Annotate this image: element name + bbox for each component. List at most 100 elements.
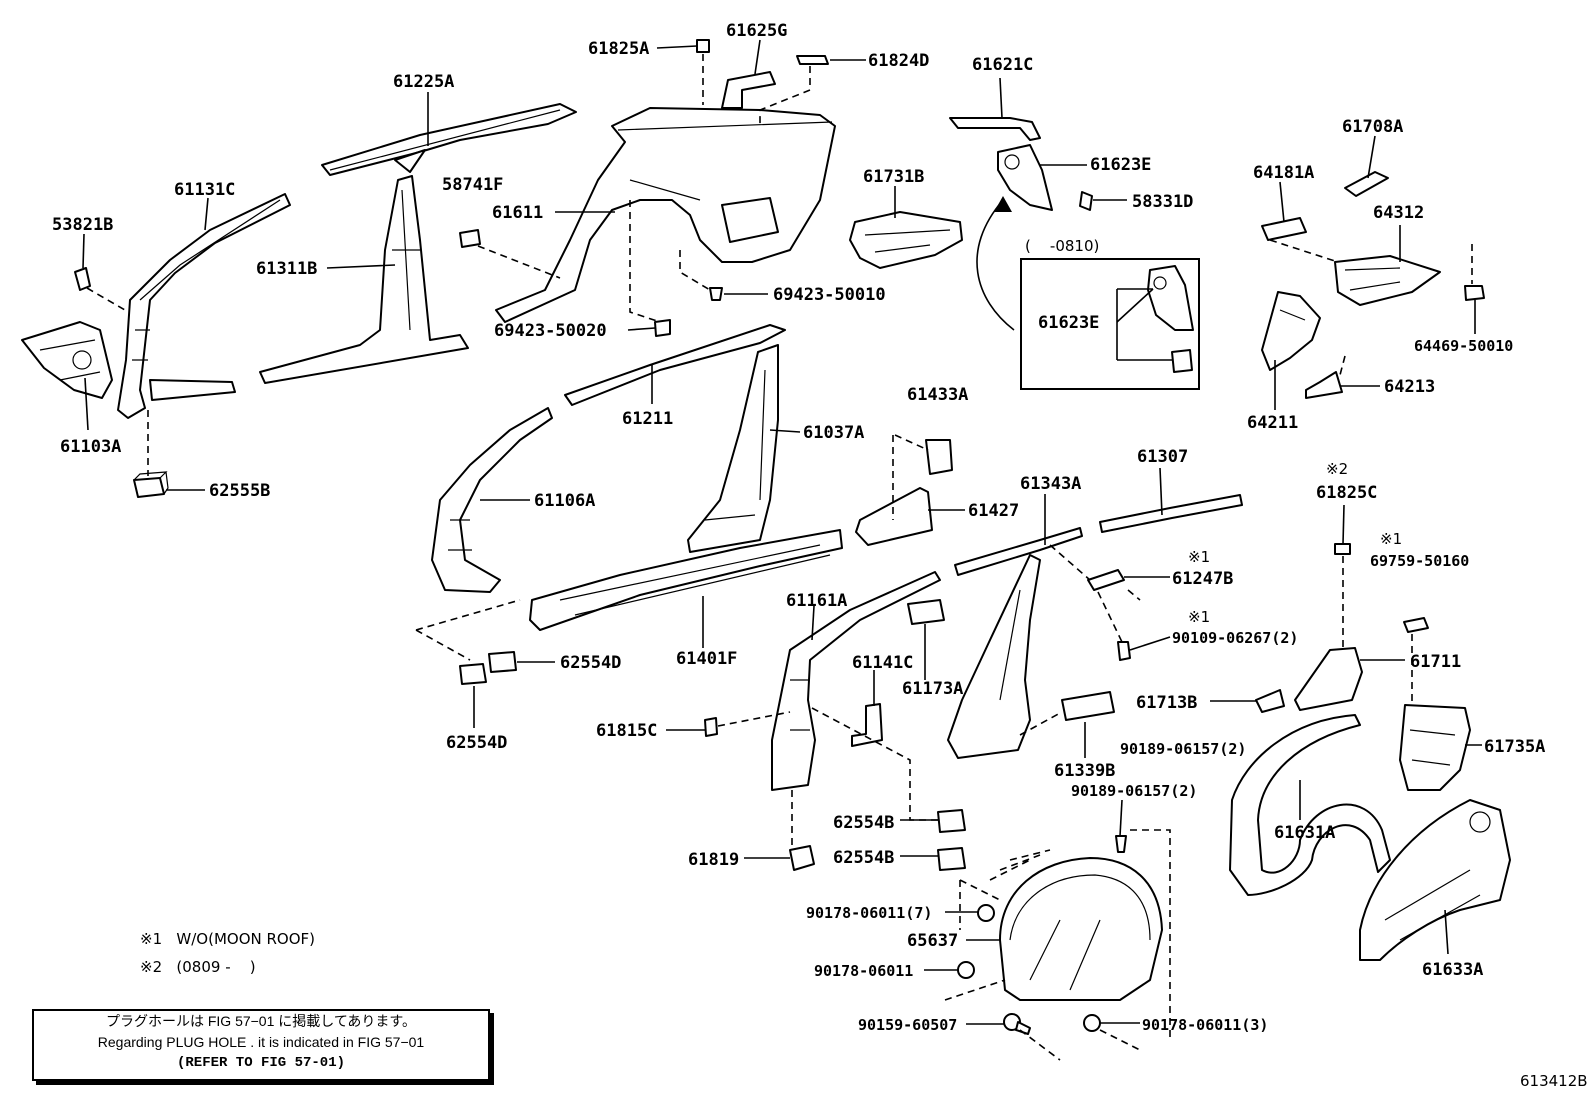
label-90178-06011-3[interactable]: 90178-06011(3) (1142, 1016, 1268, 1034)
label-61735a[interactable]: 61735A (1484, 737, 1545, 757)
part-61211 (564, 324, 786, 406)
label-62554b-a[interactable]: 62554B (833, 813, 894, 833)
part-69423-50010 (709, 287, 723, 301)
label-61825a[interactable]: 61825A (588, 39, 649, 59)
label-61173a[interactable]: 61173A (902, 679, 963, 699)
part-61708a (1344, 171, 1389, 197)
label-61307[interactable]: 61307 (1137, 447, 1188, 467)
part-61173a (947, 554, 1041, 759)
label-61631a[interactable]: 61631A (1274, 823, 1335, 843)
part-61339b (1061, 691, 1115, 721)
label-61625g[interactable]: 61625G (726, 21, 787, 41)
label-61427[interactable]: 61427 (968, 501, 1019, 521)
label-61106a[interactable]: 61106A (534, 491, 595, 511)
part-61106a (431, 407, 553, 593)
label-69423-50020[interactable]: 69423-50020 (494, 321, 607, 341)
label-61103a[interactable]: 61103A (60, 437, 121, 457)
part-61711 (1294, 647, 1363, 711)
label-64213[interactable]: 64213 (1384, 377, 1435, 397)
part-65637 (999, 857, 1163, 1001)
label-61247b[interactable]: 61247B (1172, 569, 1233, 589)
label-61825c[interactable]: 61825C (1316, 483, 1377, 503)
label-90178-06011[interactable]: 90178-06011 (814, 962, 913, 980)
note-line-jp: プラグホールは FIG 57−01 に掲載してあります。 (105, 1013, 417, 1029)
part-53821b (74, 267, 91, 291)
part-64469-50010 (1464, 285, 1485, 301)
part-64312 (1334, 255, 1441, 306)
label-61211[interactable]: 61211 (622, 409, 673, 429)
part-61343a (954, 527, 1083, 576)
label-90159-60507[interactable]: 90159-60507 (858, 1016, 957, 1034)
label-61225a[interactable]: 61225A (393, 72, 454, 92)
label-61611[interactable]: 61611 (492, 203, 543, 223)
label-64211[interactable]: 64211 (1247, 413, 1298, 433)
label-69759-50160[interactable]: 69759-50160 (1370, 552, 1469, 570)
label-61037a[interactable]: 61037A (803, 423, 864, 443)
label-64469-50010[interactable]: 64469-50010 (1414, 337, 1513, 355)
dashed-lines (86, 54, 1473, 1061)
label-90109-mark: ※1 (1188, 608, 1210, 626)
label-90189-06157-b[interactable]: 90189-06157(2) (1071, 782, 1197, 800)
part-61401f (529, 529, 843, 631)
curved-arrow-head (994, 196, 1012, 212)
label-61824d[interactable]: 61824D (868, 51, 929, 71)
label-61247b-mark: ※1 (1188, 548, 1210, 566)
label-62554b-b[interactable]: 62554B (833, 848, 894, 868)
part-90178-06011 (957, 961, 975, 979)
leader-lines (82, 39, 1482, 1025)
part-61621c (949, 117, 1041, 141)
label-90109-06267[interactable]: 90109-06267(2) (1172, 629, 1298, 647)
label-58331d[interactable]: 58331D (1132, 192, 1193, 212)
label-61339b[interactable]: 61339B (1054, 761, 1115, 781)
part-61815c (704, 717, 718, 737)
label-53821b[interactable]: 53821B (52, 215, 113, 235)
part-58331d (1079, 191, 1093, 211)
label-61621c[interactable]: 61621C (972, 55, 1033, 75)
label-65637[interactable]: 65637 (907, 931, 958, 951)
part-90159-60507 (1003, 1013, 1031, 1035)
label-61815c[interactable]: 61815C (596, 721, 657, 741)
label-61713b[interactable]: 61713B (1136, 693, 1197, 713)
label-61401f[interactable]: 61401F (676, 649, 737, 669)
part-61141c (907, 599, 945, 625)
part-69759-50160 (1403, 617, 1429, 633)
label-61343a[interactable]: 61343A (1020, 474, 1081, 494)
part-61625g (721, 71, 776, 109)
curved-arrow (976, 199, 1015, 331)
label-64312[interactable]: 64312 (1373, 203, 1424, 223)
note-refer-link[interactable]: (REFER TO FIG 57-01) (176, 1055, 346, 1071)
diagram-code: 613412B (1520, 1072, 1588, 1090)
label-61819[interactable]: 61819 (688, 850, 739, 870)
label-61141c[interactable]: 61141C (852, 653, 913, 673)
label-64181a[interactable]: 64181A (1253, 163, 1314, 183)
label-61131c[interactable]: 61131C (174, 180, 235, 200)
label-61633a[interactable]: 61633A (1422, 960, 1483, 980)
label-90178-06011-7[interactable]: 90178-06011(7) (806, 904, 932, 922)
part-61825c (1334, 543, 1351, 555)
part-61825a (696, 39, 710, 53)
label-61433a[interactable]: 61433A (907, 385, 968, 405)
label-61825c-mark: ※2 (1326, 460, 1348, 478)
label-90189-06157-a[interactable]: 90189-06157(2) (1120, 740, 1246, 758)
label-61623e-top[interactable]: 61623E (1090, 155, 1151, 175)
label-62554d-right[interactable]: 62554D (560, 653, 621, 673)
label-69423-50010[interactable]: 69423-50010 (773, 285, 886, 305)
label-61623e-box[interactable]: 61623E (1038, 313, 1099, 333)
part-61307 (1099, 494, 1243, 533)
label-62554d-bottom[interactable]: 62554D (446, 733, 507, 753)
note-line-en: Regarding PLUG HOLE . it is indicated in… (97, 1034, 425, 1050)
part-90189-06157 (1115, 835, 1127, 853)
part-61247b (1087, 569, 1125, 591)
label-61731b[interactable]: 61731B (863, 167, 924, 187)
part-61731b (849, 211, 963, 269)
label-69759-mark: ※1 (1380, 530, 1402, 548)
label-61711[interactable]: 61711 (1410, 652, 1461, 672)
label-62555b[interactable]: 62555B (209, 481, 270, 501)
label-61311b[interactable]: 61311B (256, 259, 317, 279)
label-61161a[interactable]: 61161A (786, 591, 847, 611)
part-61633a (1359, 799, 1511, 961)
label-61708a[interactable]: 61708A (1342, 117, 1403, 137)
part-61037a (687, 344, 779, 553)
part-61311b (259, 175, 469, 384)
label-58741f[interactable]: 58741F (442, 175, 503, 195)
